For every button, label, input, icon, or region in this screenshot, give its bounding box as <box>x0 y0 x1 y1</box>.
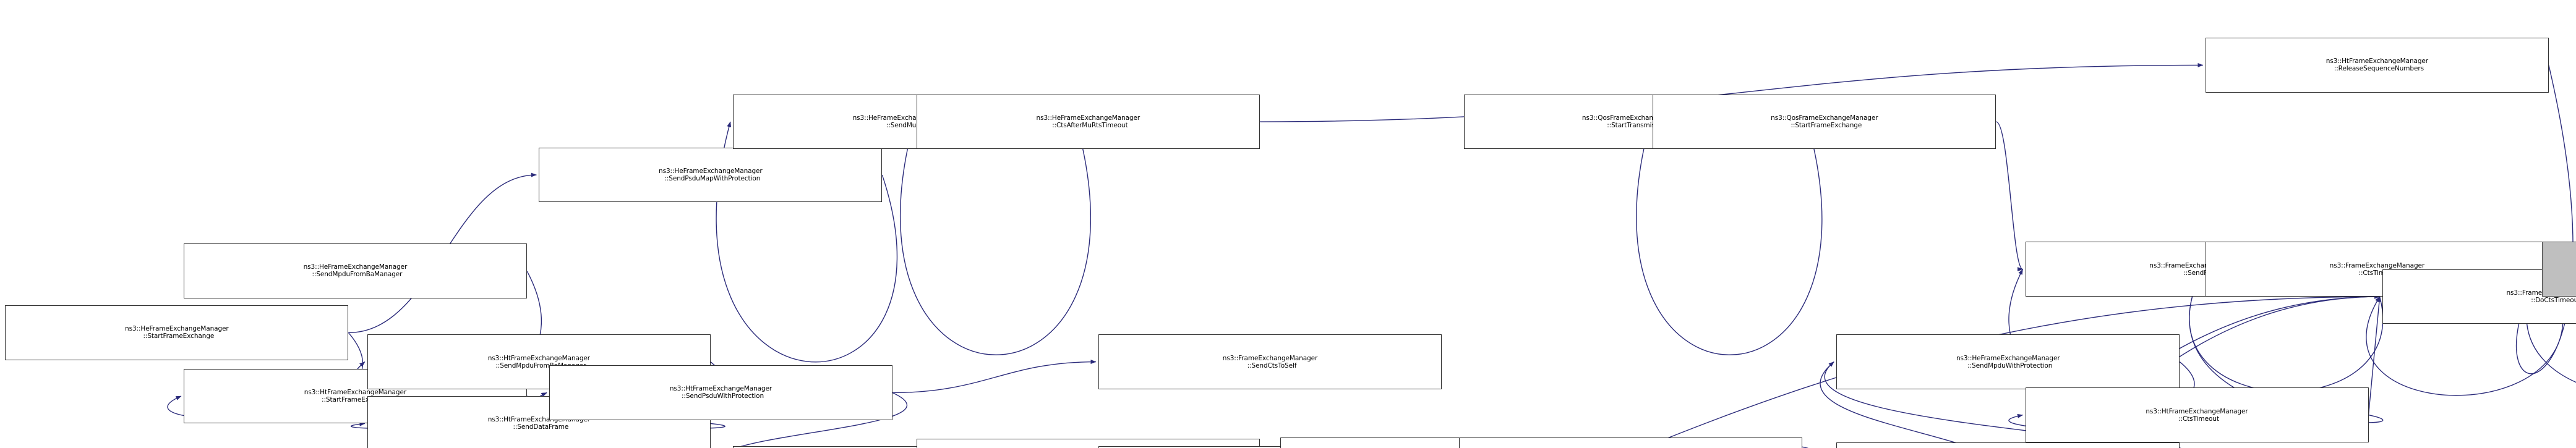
node-label-line1: ns3::HtFrameExchangeManager <box>304 389 407 397</box>
node-label-line2: ::StartFrameExchange <box>143 332 215 340</box>
graph-node-n1[interactable]: ns3::HeFrameExchangeManager::SendMpduFro… <box>183 243 527 298</box>
node-label-line1: ns3::HtFrameExchangeManager <box>669 385 772 393</box>
node-label-line1: ns3::QosFrameExchangeManager <box>1771 114 1878 122</box>
graph-node-n26[interactable]: ns3::QosFrameExchangeManager::StartFrame… <box>1653 94 1996 150</box>
node-label-line2: ::StartFrameExchange <box>1791 122 1862 130</box>
graph-node-n15[interactable]: ns3::HeFrameExchangeManager::CtsAfterMuR… <box>916 94 1260 150</box>
node-label-line1: ns3::HtFrameExchangeManager <box>487 354 590 362</box>
node-label-line1: ns3::HeFrameExchangeManager <box>303 263 408 271</box>
graph-edge-n34-to-n36 <box>2368 296 2382 415</box>
graph-node-n16[interactable]: ns3::HtFrameExchangeManager::BlockAckTim… <box>916 439 1260 448</box>
node-label-line2: ::StartTransmission <box>1607 122 1668 130</box>
node-label-line2: ::CtsAfterMuRtsTimeout <box>1052 122 1128 130</box>
node-label-line2: ::DoCtsTimeout <box>2531 297 2576 305</box>
graph-node-n37[interactable]: ns3::HtFrameExchangeManager::ReleaseSequ… <box>2205 38 2549 93</box>
node-label-line1: ns3::HeFrameExchangeManager <box>125 325 229 333</box>
graph-node-n17[interactable]: ns3::FrameExchangeManager::SendCtsToSelf <box>1098 334 1442 389</box>
graph-node-n0[interactable]: ns3::HeFrameExchangeManager::StartFrameE… <box>5 305 349 360</box>
node-label-line1: ns3::FrameExchangeManager <box>1222 354 1318 362</box>
graph-node-n6[interactable]: ns3::HtFrameExchangeManager::SendPsduWit… <box>549 365 892 420</box>
node-label-line1: ns3::FrameExchangeManager <box>2543 262 2576 269</box>
node-label-line1: ns3::HeFrameExchangeManager <box>1956 354 2060 362</box>
node-label-line2: ::SendMpduWithProtection <box>1967 361 2053 370</box>
graph-node-n34[interactable]: ns3::HtFrameExchangeManager::CtsTimeout <box>2025 387 2369 442</box>
graph-edge-n26-to-n33 <box>1995 121 2024 272</box>
graph-edge-n37-to-n38 <box>2515 65 2574 374</box>
graph-edge-n6-to-n17 <box>892 360 1097 394</box>
node-label-line1: ns3::HtFrameExchangeManager <box>2146 407 2248 415</box>
node-label-line2: ::SendPsduMapWithProtection <box>664 175 761 183</box>
node-label-line1: ns3::FrameExchangeManager <box>2329 261 2425 269</box>
graph-node-n32[interactable]: ns3::HeFrameExchangeManager::CtsTimeout <box>1836 442 2180 448</box>
graph-edge-n14-to-n15 <box>900 121 1091 355</box>
graph-edge-n25-to-n26 <box>1636 121 1823 355</box>
node-label-line1: ns3::HtFrameExchangeManager <box>2326 57 2428 66</box>
node-label-line2: ::SendCtsToSelf <box>1247 361 1297 370</box>
node-label-line2: ::SendMpduFromBaManager <box>312 271 403 279</box>
node-label-line1: ns3::HeFrameExchangeManager <box>659 167 763 175</box>
node-label-line2: ::SendMuRts <box>886 122 926 130</box>
graph-node-n38[interactable]: ns3::FrameExchangeManager::ReleaseSequen… <box>2541 242 2576 297</box>
node-label-line1: ns3::HeFrameExchangeManager <box>1036 114 1140 122</box>
node-label-line2: ::ReleaseSequenceNumbers <box>2334 65 2424 73</box>
node-label-line2: ::SendDataFrame <box>513 423 569 431</box>
graph-node-n31[interactable]: ns3::HeFrameExchangeManager::SendMpduWit… <box>1836 334 2180 389</box>
node-label-line2: ::ReleaseSequenceNumbers <box>2543 269 2576 277</box>
graph-node-n27[interactable]: ns3::WaveFrameExchangeManager::StartTran… <box>1458 437 1802 448</box>
node-label-line2: ::CtsTimeout <box>2178 415 2219 423</box>
node-label-line2: ::SendPsduWithProtection <box>681 392 764 400</box>
graph-node-n5[interactable]: ns3::HeFrameExchangeManager::SendPsduMap… <box>539 147 883 203</box>
